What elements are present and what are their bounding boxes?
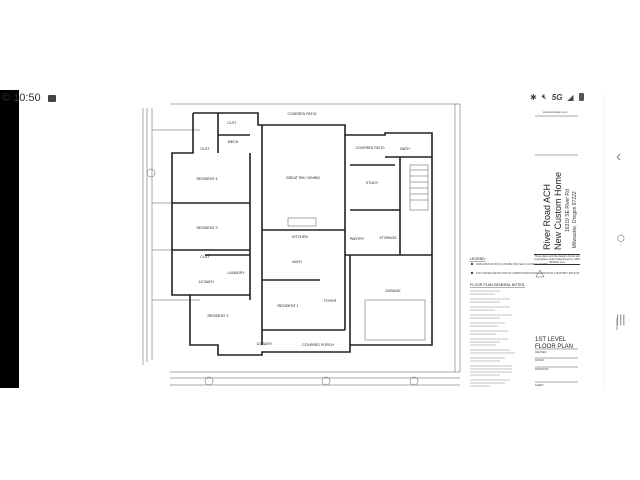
room-bath: BATH — [292, 260, 302, 264]
room-closet: CLST — [200, 147, 210, 151]
room-storage: STORAGE — [379, 236, 397, 240]
room-labels: COVERED PATIO COVERED PATIO CLST CLST CL… — [196, 112, 410, 347]
status-bar-left: © 10:50 — [2, 92, 56, 104]
room-half-bath: 1/2 BATH — [256, 342, 272, 346]
sheet-label: SHEET — [535, 383, 544, 387]
general-notes — [470, 290, 515, 387]
room-great-room-dining: GREAT RM / DINING — [286, 176, 320, 180]
room-half-bath: 1/2 BATH — [198, 280, 214, 284]
room-mech: MECH — [228, 140, 239, 144]
dated-label: DATED: — [535, 358, 545, 362]
status-bar-right: ✱ 🔇︎ 5G ◢ — [530, 92, 584, 102]
back-button[interactable]: ‹ — [616, 148, 622, 165]
grid-bubble — [146, 168, 156, 178]
network-type: 5G — [551, 92, 563, 102]
grid-bubbles — [146, 168, 419, 386]
room-foyer: FOYER — [324, 299, 337, 303]
title-block: www.hpmdesign.com River Road ACH New Cus… — [470, 110, 580, 387]
navigation-bar: ‹ ○ ||| — [612, 140, 640, 360]
home-button[interactable]: ○ — [616, 230, 626, 247]
grid-bubble — [204, 376, 214, 386]
sheet-title-line-2: FLOOR PLAN — [535, 344, 573, 350]
recents-button[interactable]: ||| — [616, 312, 626, 326]
website-text: www.hpmdesign.com — [543, 110, 568, 114]
bluetooth-icon: ✱ — [530, 92, 537, 102]
room-closet: CLST — [227, 121, 237, 125]
signal-icon: ◢ — [567, 92, 574, 102]
address-line-1: 16319 SE River Rd — [565, 189, 571, 232]
room-closet: CLST — [200, 255, 210, 259]
revised-label: REVISED: — [535, 350, 547, 354]
notes-title: FLOOR PLAN GENERAL NOTES: — [470, 283, 525, 287]
room-covered-porch: COVERED PORCH — [302, 343, 334, 347]
legend-symbol-icon — [471, 263, 473, 265]
mute-icon: 🔇︎ — [541, 92, 547, 101]
copyright-note: These plans and the designs herein are c… — [534, 254, 580, 265]
room-pantry: PANTRY — [350, 237, 365, 241]
smoke-detector-icon — [471, 272, 473, 274]
battery-icon — [578, 93, 584, 101]
grid-bubble — [409, 376, 419, 386]
image-icon — [47, 94, 56, 102]
status-time: 10:50 — [13, 92, 41, 104]
room-laundry: LAUNDRY — [227, 271, 245, 275]
warning-triangle-icon — [535, 269, 545, 278]
sheet-title-line-1: 1ST LEVEL — [535, 337, 567, 343]
letterbox-strip — [0, 90, 19, 388]
drawn-by-label: DRAWN BY: — [535, 367, 550, 371]
legend-item: 110V SMOKE DETECTOR W/ CARBON MONOXIDE D… — [476, 271, 580, 275]
room-garage: GARAGE — [385, 289, 401, 293]
project-name: River Road ACH — [542, 184, 552, 250]
grid-bubble — [321, 376, 331, 386]
address-line-2: Milwaukie, Oregon 97222 — [572, 191, 578, 248]
walls — [171, 112, 433, 356]
copyright-icon: © — [2, 92, 11, 104]
room-resident-1: RESIDENT 1 — [277, 304, 298, 308]
room-covered-patio: COVERED PATIO — [287, 112, 316, 116]
room-covered-patio: COVERED PATIO — [355, 146, 384, 150]
legend-item: INDICATES 60 MIN CLOSURE FOR SELF CLOSIN… — [476, 262, 548, 266]
room-bath: BATH — [400, 147, 410, 151]
room-kitchen: KITCHEN — [292, 235, 308, 239]
room-resident-4: RESIDENT 4 — [196, 177, 217, 181]
room-study: STUDY — [366, 181, 379, 185]
legend-title: LEGEND: — [470, 257, 486, 261]
room-resident-3: RESIDENT 3 — [196, 226, 217, 230]
project-subtitle: New Custom Home — [553, 172, 563, 250]
room-resident-2: RESIDENT 2 — [207, 314, 228, 318]
